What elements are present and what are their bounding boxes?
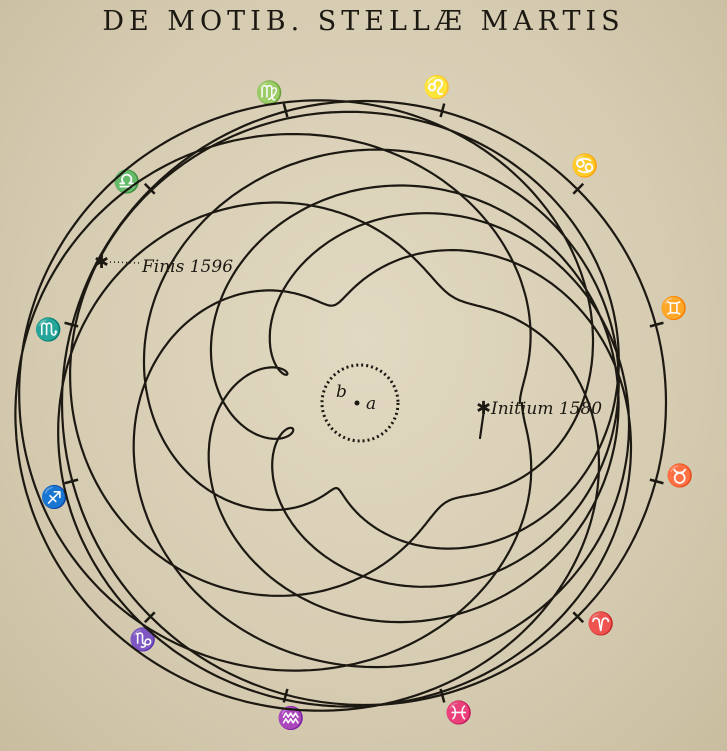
aries-icon: ♈ [587, 611, 614, 637]
tick-mark [64, 478, 79, 485]
page-title: DE MOTIB. STELLÆ MARTIS [102, 6, 625, 37]
zodiac-circle [60, 99, 668, 707]
cancer-icon: ♋ [571, 153, 598, 179]
center-dot [354, 400, 360, 406]
finis-marker: ✱ Finis 1596 [94, 252, 233, 277]
pisces-icon: ♓ [445, 700, 472, 726]
scorpio-icon: ♏ [35, 317, 62, 343]
tick-mark [572, 182, 585, 195]
tick-mark [572, 611, 585, 624]
sagittarius-icon: ♐ [40, 485, 67, 511]
tick-mark [143, 182, 156, 195]
mars-loop-path [14, 99, 633, 712]
earth-orbit-circle [320, 363, 400, 443]
tick-mark [649, 321, 664, 328]
label-a: a [366, 394, 376, 414]
taurus-icon: ♉ [666, 463, 693, 489]
initium-label: Initium 1580 [490, 399, 602, 419]
star-icon: ✱ [476, 398, 491, 419]
tick-mark [439, 103, 446, 118]
star-icon: ✱ [94, 252, 109, 273]
label-b: b [336, 382, 347, 402]
virgo-icon: ♍ [256, 80, 283, 106]
initium-marker: ✱ Initium 1580 [476, 398, 602, 440]
tick-mark [649, 478, 664, 485]
leo-icon: ♌ [423, 74, 450, 100]
zodiac-signs: ♍♌♋♊♉♈♓♒♑♐♏♎ [35, 74, 694, 731]
gemini-icon: ♊ [660, 295, 687, 321]
finis-label: Finis 1596 [141, 257, 233, 277]
tick-mark [143, 611, 156, 624]
tick-mark [282, 103, 289, 118]
